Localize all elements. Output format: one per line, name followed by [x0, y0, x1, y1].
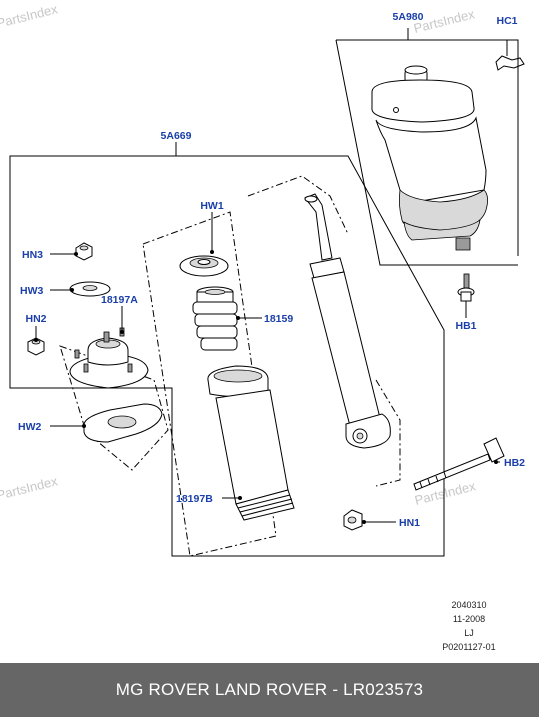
callout-5a980[interactable]: 5A980 — [393, 11, 424, 23]
hc1-clip-part — [495, 40, 525, 71]
shock-absorber-part — [304, 193, 391, 449]
hw1-washer-part — [179, 255, 229, 277]
callout-18197b[interactable]: 18197B — [176, 493, 213, 505]
hw2-plate-part — [83, 403, 163, 443]
footer-bar: MG ROVER LAND ROVER - LR023573 — [0, 663, 539, 717]
callout-hb2[interactable]: HB2 — [504, 457, 525, 469]
callout-hc1[interactable]: HC1 — [496, 15, 517, 27]
hn3-nut-part — [75, 242, 93, 261]
dashed-zone-lower — [375, 379, 401, 487]
leader-lines — [34, 212, 500, 524]
callout-18159[interactable]: 18159 — [264, 313, 293, 325]
watermark-mid-left: PartsIndex — [0, 473, 60, 503]
watermark-top-left: PartsIndex — [0, 1, 60, 31]
bracket-5a980 — [335, 28, 519, 266]
meta-date: 11-2008 — [452, 614, 486, 624]
callout-hw2[interactable]: HW2 — [18, 421, 41, 433]
meta-initials: LJ — [464, 628, 474, 638]
top-mount-part — [69, 327, 149, 389]
hn1-nut-part — [343, 509, 363, 531]
dashed-zone-top — [247, 175, 349, 235]
parts-diagram: PartsIndex PartsIndex PartsIndex PartsIn… — [0, 1, 525, 557]
callout-hw3[interactable]: HW3 — [20, 285, 43, 297]
callout-hb1[interactable]: HB1 — [455, 320, 476, 332]
drawing-meta: 2040310 11-2008 LJ P0201127-01 — [409, 598, 529, 654]
hb1-bolt-part — [457, 273, 475, 316]
bracket-5a669 — [9, 142, 445, 557]
meta-code: 2040310 — [451, 600, 487, 610]
callout-hn3[interactable]: HN3 — [22, 249, 43, 261]
footer-title: MG ROVER LAND ROVER - LR023573 — [115, 680, 424, 699]
meta-ref: P0201127-01 — [442, 642, 496, 652]
bump-stop-part — [192, 286, 238, 351]
hw3-washer-part — [69, 281, 111, 297]
hn2-nut-part — [27, 337, 80, 359]
dust-cover-part — [207, 365, 295, 521]
dashed-zone-mount — [59, 345, 169, 471]
callout-5a669[interactable]: 5A669 — [161, 130, 192, 142]
dashed-zone-bump-stop — [142, 211, 277, 557]
callout-18197a[interactable]: 18197A — [101, 294, 138, 306]
hb2-bolt-part — [413, 437, 505, 491]
callout-hn1[interactable]: HN1 — [399, 517, 420, 529]
air-spring-part — [371, 65, 488, 251]
callout-hn2[interactable]: HN2 — [25, 313, 46, 325]
callout-hw1[interactable]: HW1 — [200, 200, 223, 212]
